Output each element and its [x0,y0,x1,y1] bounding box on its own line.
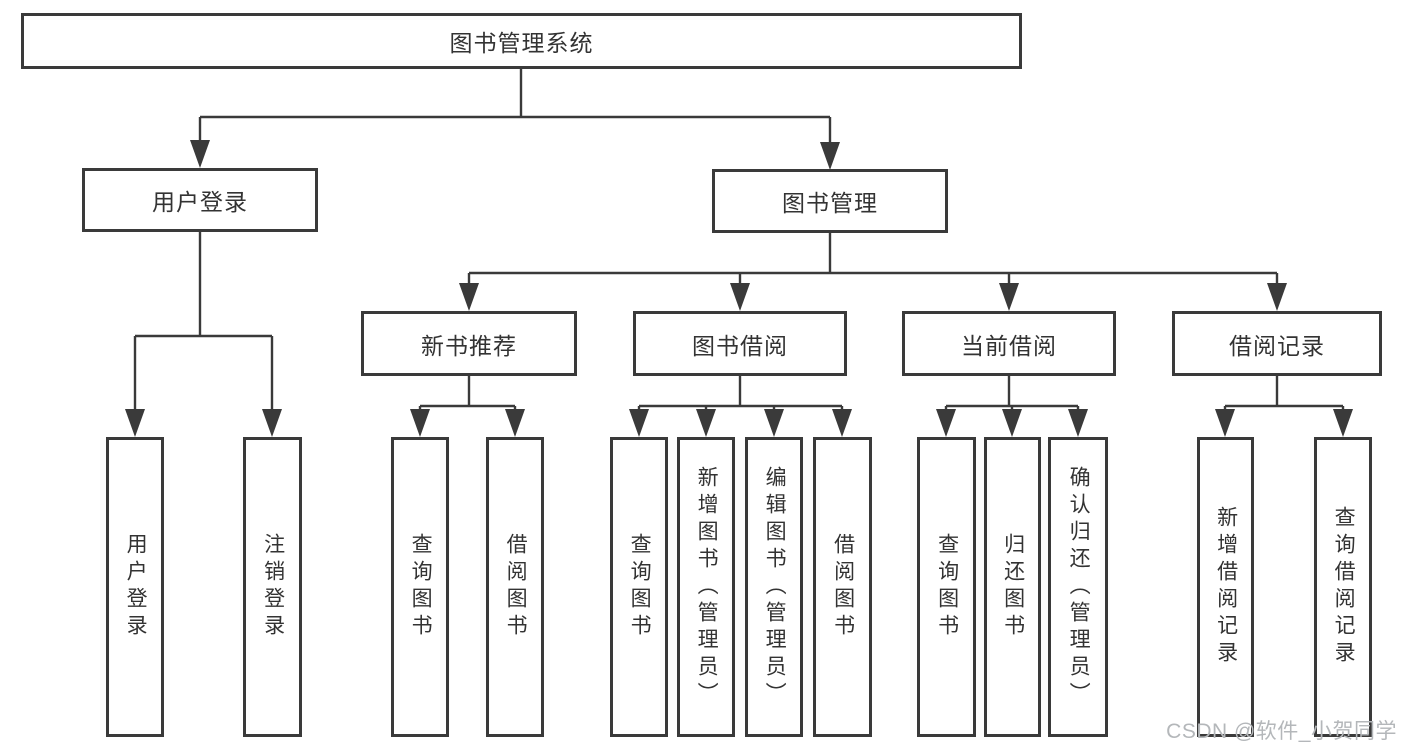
node-book-borrowing: 图书借阅 [633,311,847,376]
leaf-logout: 注销登录 [243,437,302,737]
leaf-current-return-books: 归还图书 [984,437,1041,737]
leaf-current-confirm-return-admin: 确认归还（管理员） [1048,437,1108,737]
leaf-borrowing-edit-books-admin: 编辑图书（管理员） [745,437,803,737]
leaf-records-add-record: 新增借阅记录 [1197,437,1254,737]
node-borrowing-records: 借阅记录 [1172,311,1382,376]
watermark: CSDN @软件_小贺同学 [1166,720,1397,743]
arrowheads [125,140,1353,437]
node-book-management: 图书管理 [712,169,948,233]
leaf-borrowing-add-books-admin: 新增图书（管理员） [677,437,735,737]
node-current-borrowing: 当前借阅 [902,311,1116,376]
leaf-borrowing-query-books: 查询图书 [610,437,668,737]
leaf-current-query-books: 查询图书 [917,437,976,737]
node-new-book-recommendation: 新书推荐 [361,311,577,376]
leaf-recommend-query-books: 查询图书 [391,437,449,737]
leaf-records-query-record: 查询借阅记录 [1314,437,1372,737]
leaf-borrowing-borrow-books: 借阅图书 [813,437,872,737]
node-user-login: 用户登录 [82,168,318,232]
node-library-system: 图书管理系统 [21,13,1022,69]
leaf-recommend-borrow-books: 借阅图书 [486,437,544,737]
leaf-user-login: 用户登录 [106,437,164,737]
